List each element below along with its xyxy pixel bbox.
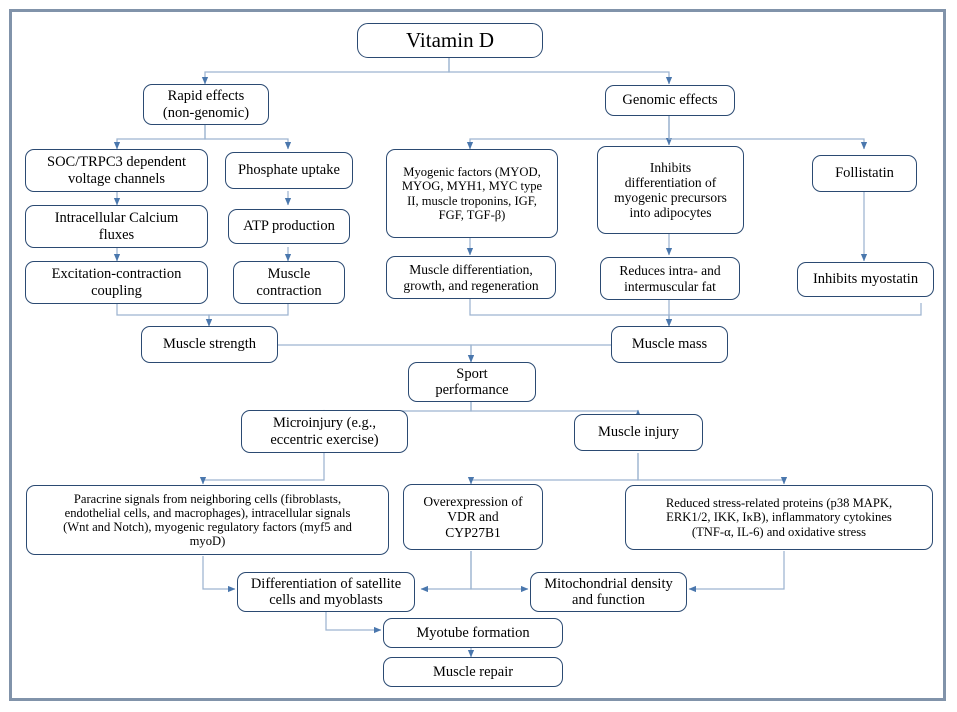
node-rapid-effects[interactable]: Rapid effects (non-genomic): [143, 84, 269, 125]
node-muscle-contraction[interactable]: Muscle contraction: [233, 261, 345, 304]
node-myotube-formation[interactable]: Myotube formation: [383, 618, 563, 648]
node-muscle-differentiation[interactable]: Muscle differentiation, growth, and rege…: [386, 256, 556, 299]
node-muscle-mass[interactable]: Muscle mass: [611, 326, 728, 363]
node-vitamin-d[interactable]: Vitamin D: [357, 23, 543, 58]
node-soc-trpc3[interactable]: SOC/TRPC3 dependent voltage channels: [25, 149, 208, 192]
node-differentiation-satellite[interactable]: Differentiation of satellite cells and m…: [237, 572, 415, 612]
node-muscle-injury[interactable]: Muscle injury: [574, 414, 703, 451]
node-paracrine-signals[interactable]: Paracrine signals from neighboring cells…: [26, 485, 389, 555]
node-reduces-fat[interactable]: Reduces intra- and intermuscular fat: [600, 257, 740, 300]
node-reduced-stress-proteins[interactable]: Reduced stress-related proteins (p38 MAP…: [625, 485, 933, 550]
node-muscle-strength[interactable]: Muscle strength: [141, 326, 278, 363]
node-follistatin[interactable]: Follistatin: [812, 155, 917, 192]
node-inhibits-myostatin[interactable]: Inhibits myostatin: [797, 262, 934, 297]
node-sport-performance[interactable]: Sport performance: [408, 362, 536, 402]
node-microinjury[interactable]: Microinjury (e.g., eccentric exercise): [241, 410, 408, 453]
node-intracellular-calcium[interactable]: Intracellular Calcium fluxes: [25, 205, 208, 248]
node-muscle-repair[interactable]: Muscle repair: [383, 657, 563, 687]
node-mitochondrial-density[interactable]: Mitochondrial density and function: [530, 572, 687, 612]
node-overexpression-vdr[interactable]: Overexpression of VDR and CYP27B1: [403, 484, 543, 550]
node-atp-production[interactable]: ATP production: [228, 209, 350, 244]
node-myogenic-factors[interactable]: Myogenic factors (MYOD, MYOG, MYH1, MYC …: [386, 149, 558, 238]
node-genomic-effects[interactable]: Genomic effects: [605, 85, 735, 116]
node-phosphate-uptake[interactable]: Phosphate uptake: [225, 152, 353, 189]
node-excitation-contraction[interactable]: Excitation-contraction coupling: [25, 261, 208, 304]
node-inhibits-differentiation[interactable]: Inhibits differentiation of myogenic pre…: [597, 146, 744, 234]
